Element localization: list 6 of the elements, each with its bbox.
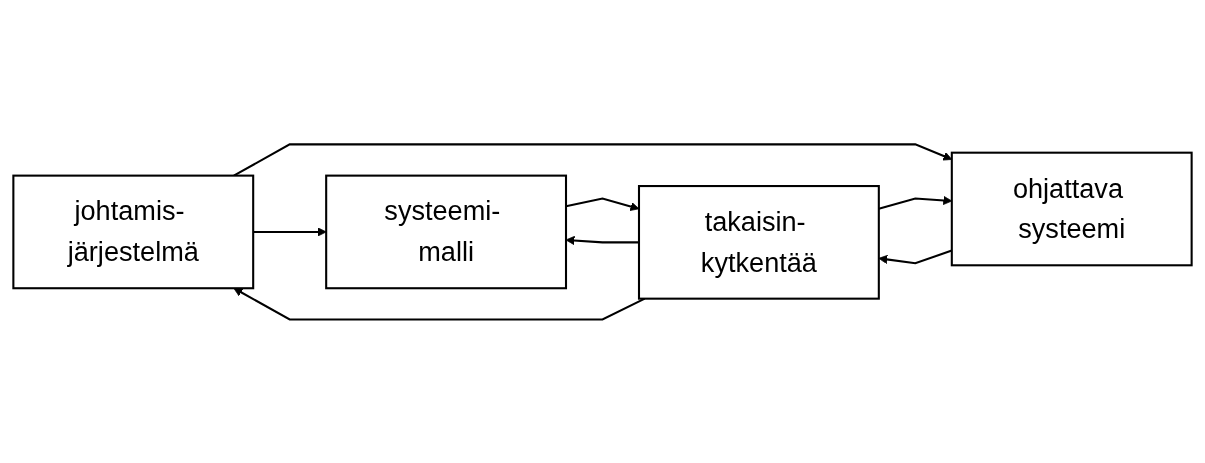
arrow bbox=[233, 287, 646, 321]
node-box: takaisin- kytkentää bbox=[637, 184, 880, 300]
node-box: systeemi- malli bbox=[325, 174, 568, 289]
node-box: ohjattava systeemi bbox=[950, 151, 1193, 266]
node-box: johtamis- järjestelmä bbox=[12, 174, 255, 289]
arrow bbox=[253, 226, 327, 237]
